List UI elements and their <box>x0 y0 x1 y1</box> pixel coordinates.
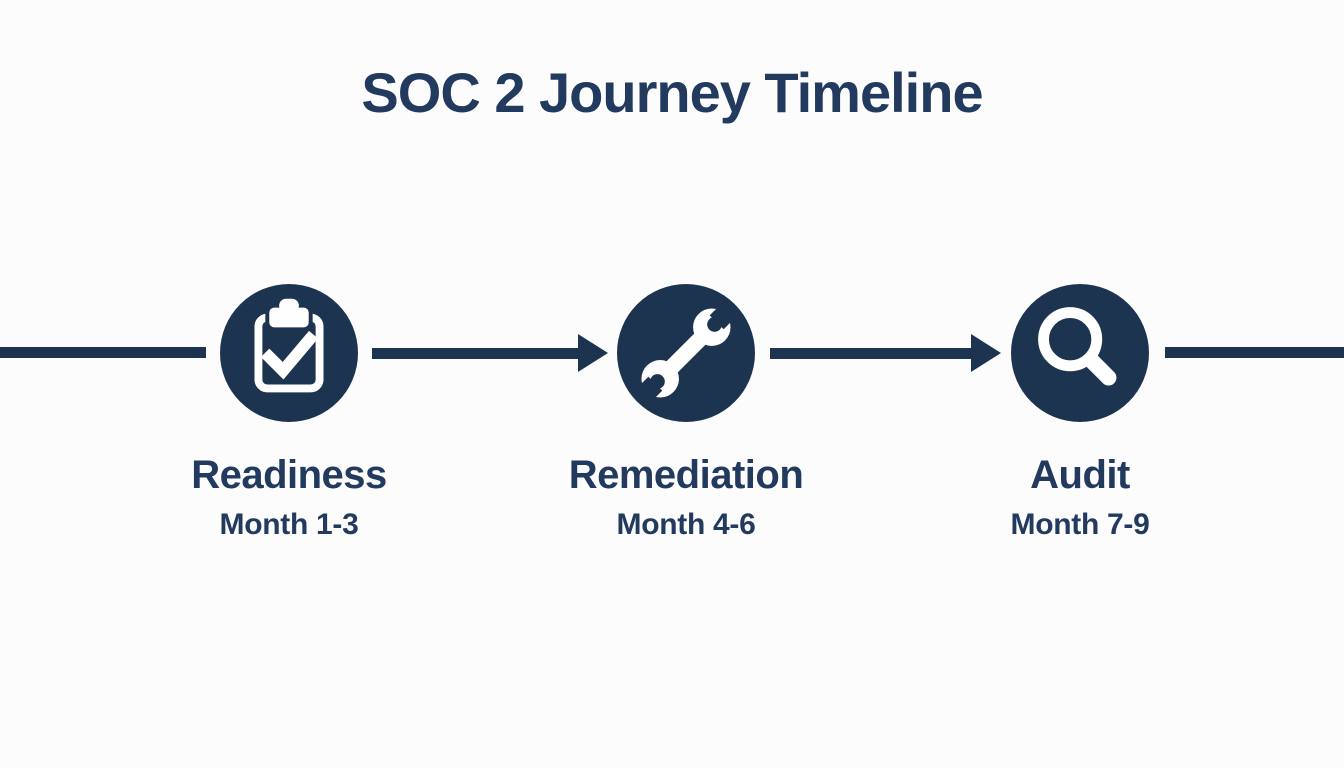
page-title: SOC 2 Journey Timeline <box>361 61 983 124</box>
arrow-head-icon <box>971 334 1001 372</box>
stage-label-readiness: Readiness Month 1-3 <box>109 452 469 542</box>
wrench-icon <box>617 284 755 422</box>
timeline-arrow-1 <box>372 334 608 372</box>
stage-name: Readiness <box>191 453 387 497</box>
timeline-line-right <box>1165 347 1344 358</box>
stage-period: Month 4-6 <box>616 508 756 541</box>
stage-period: Month 1-3 <box>219 508 359 541</box>
timeline-line-left <box>0 347 206 358</box>
stage-node-readiness <box>220 284 358 422</box>
stage-name: Remediation <box>568 453 804 497</box>
arrow-head-icon <box>578 334 608 372</box>
stage-label-audit: Audit Month 7-9 <box>900 452 1260 542</box>
arrow-shaft <box>770 348 975 359</box>
stage-node-remediation <box>617 284 755 422</box>
clipboard-check-icon <box>220 284 358 422</box>
stage-node-audit <box>1011 284 1149 422</box>
stage-label-remediation: Remediation Month 4-6 <box>506 452 866 542</box>
stage-period: Month 7-9 <box>1010 508 1150 541</box>
stage-name: Audit <box>1030 453 1130 497</box>
arrow-shaft <box>372 348 582 359</box>
magnifier-icon <box>1011 284 1149 422</box>
timeline-arrow-2 <box>770 334 1001 372</box>
